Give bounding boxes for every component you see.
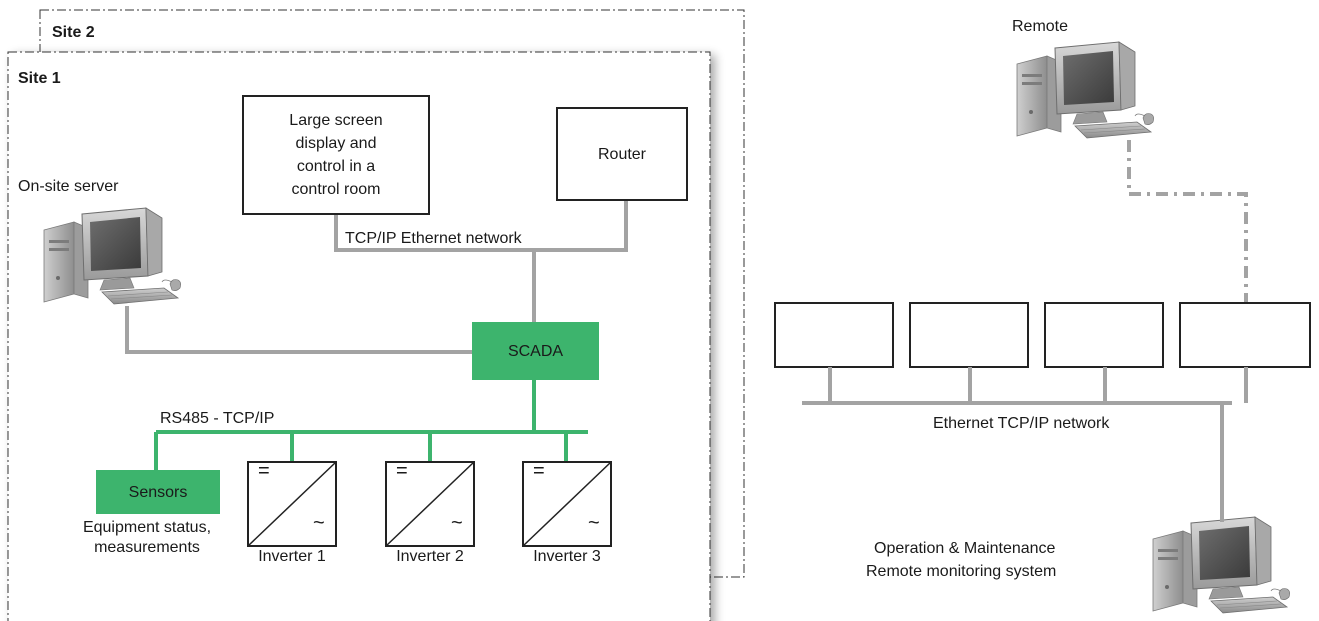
inverter-1-ac-symbol: ~ [313,512,325,534]
inverter-2-dc-symbol: = [396,460,408,482]
router-label: Router [597,145,647,163]
site2-label: Site 2 [52,24,95,41]
om-line1-label: Operation & Maintenance [874,540,1056,557]
rs485-bus [154,380,588,470]
rs485-label: RS485 - TCP/IP [160,410,275,427]
om-line2-label: Remote monitoring system [866,563,1057,580]
inverter-2-symbol [385,461,475,547]
tcpip-ethernet-label: TCP/IP Ethernet network [345,230,522,247]
remote-computer-icon [1016,41,1155,139]
large-screen-box [242,95,430,215]
site-gray-links [125,200,628,354]
equipment-status-label: Equipment status, [82,519,212,536]
inverter-3-symbol [522,461,612,547]
inverter-1-label: Inverter 1 [258,548,326,565]
om-computer-icon [1152,516,1291,614]
sensors-label: Sensors [128,483,188,501]
network-box-4 [1179,302,1311,368]
router-box [556,107,688,201]
site1-boundary [7,51,711,621]
network-box-1 [774,302,894,368]
ethernet-bus [802,367,1248,522]
network-box-2 [909,302,1029,368]
inverter-1-symbol [247,461,337,547]
inverter-3-label: Inverter 3 [533,548,601,565]
ethernet-network-label: Ethernet TCP/IP network [933,415,1110,432]
inverter-2-ac-symbol: ~ [451,512,463,534]
inverter-3-dc-symbol: = [533,460,545,482]
scada-box [472,322,599,380]
measurements-label: measurements [94,539,200,556]
inverter-1-dc-symbol: = [258,460,270,482]
inverter-2-label: Inverter 2 [396,548,464,565]
network-box-3 [1044,302,1164,368]
inverter-3-ac-symbol: ~ [588,512,600,534]
remote-link [1127,140,1248,303]
onsite-server-label: On-site server [18,178,119,195]
sensors-box [96,470,220,514]
large-screen-label: Large screen display and control in a co… [289,112,383,198]
site1-label: Site 1 [18,70,61,87]
remote-label: Remote [1012,18,1069,35]
scada-label: SCADA [507,342,564,360]
